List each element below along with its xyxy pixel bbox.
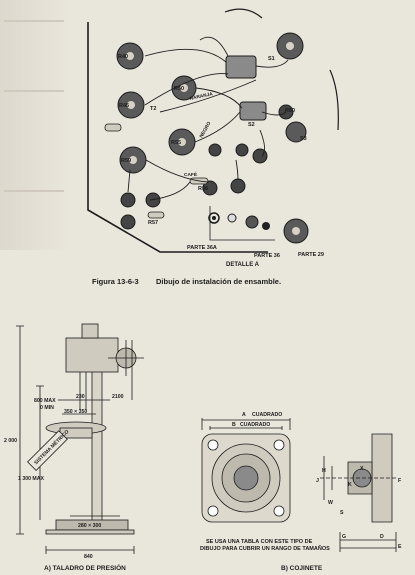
pot-s3: [285, 121, 307, 143]
svg-text:R55: R55: [171, 140, 181, 146]
bleed-line: [4, 90, 64, 92]
jack: [120, 214, 136, 230]
drill-caption: A) TALADRO DE PRESIÓN: [44, 565, 126, 572]
jack: [120, 192, 136, 208]
dim-text-1300max: 1 300 MAX: [18, 476, 44, 482]
dim-text-800max: 800 MAX: [34, 398, 56, 404]
svg-text:S1: S1: [268, 56, 275, 62]
wire-label-cafe: CAFÉ: [184, 170, 198, 178]
resistor-r57: [147, 211, 165, 219]
svg-text:T2: T2: [150, 106, 156, 112]
svg-text:R59: R59: [121, 158, 131, 164]
jack: [252, 148, 268, 164]
part-36-label: PARTE 36: [254, 253, 280, 259]
dim-g: G: [342, 534, 346, 540]
dim-a: A: [242, 412, 246, 418]
board-edge: [224, 8, 263, 19]
previous-page-bleed: [0, 0, 70, 250]
dim-b: B: [232, 422, 236, 428]
dim-text-280x300: 280 × 300: [78, 523, 101, 529]
figure-caption: Dibujo de instalación de ensamble.: [156, 277, 282, 286]
bleed-line: [4, 190, 64, 192]
bearing-caption: B) COJINETE: [281, 565, 323, 572]
dim-text-350: 350 × 350: [64, 409, 87, 415]
bearing-note-1: SE USA UNA TABLA CON ESTE TIPO DE: [206, 539, 313, 545]
dim-d: D: [380, 534, 384, 540]
svg-text:R60: R60: [285, 108, 295, 114]
dim-text-230: 230: [76, 394, 85, 400]
dim-text-840: 840: [84, 554, 93, 560]
jack: [202, 180, 218, 196]
bearing-bore: [233, 465, 259, 491]
dim-width: [45, 546, 135, 554]
dim-text-2100: 2100: [112, 394, 124, 400]
dim-j: J: [316, 478, 319, 484]
dim-text-2000: 2 000: [4, 438, 17, 444]
svg-text:R56: R56: [198, 186, 208, 192]
svg-text:S3: S3: [300, 136, 307, 142]
jack: [235, 143, 249, 157]
svg-text:R40: R40: [118, 54, 128, 60]
svg-text:R50: R50: [174, 86, 184, 92]
wire-label-naranja: NARANJA: [189, 91, 214, 102]
bearing-note-2: DIBUJO PARA CUBRIR UN RANGO DE TAMAÑOS: [200, 546, 330, 552]
dim-s: S: [340, 510, 344, 516]
dim-w: W: [328, 500, 333, 506]
dim-f: F: [398, 478, 401, 484]
dim-x: X: [360, 466, 364, 472]
dim-text-0min: 0 MIN: [40, 405, 54, 411]
part-36a-label: PARTE 36A: [187, 245, 217, 251]
jack: [208, 143, 222, 157]
svg-text:R45: R45: [119, 103, 129, 109]
switch-s2: [239, 101, 267, 121]
part-29-label: PARTE 29: [298, 252, 324, 258]
dim-e: E: [398, 544, 402, 550]
switch-block: [225, 55, 257, 79]
board-outline: [87, 22, 268, 253]
figure-number: Figura 13-6-3: [92, 277, 139, 286]
dim-h: H: [322, 468, 326, 474]
dim-height: [16, 325, 24, 535]
detail-a-parts: [208, 206, 275, 241]
resistor-t2: [104, 123, 122, 132]
dim-cuadrado-a: CUADRADO: [252, 412, 282, 418]
svg-text:R57: R57: [148, 220, 158, 226]
bleed-line: [4, 20, 64, 22]
board-edge: [329, 69, 339, 131]
dim-k: K: [348, 482, 352, 488]
dim-cuadrado-b: CUADRADO: [240, 422, 270, 428]
detail-a-label: DETALLE A: [226, 262, 259, 268]
svg-text:S2: S2: [248, 122, 255, 128]
